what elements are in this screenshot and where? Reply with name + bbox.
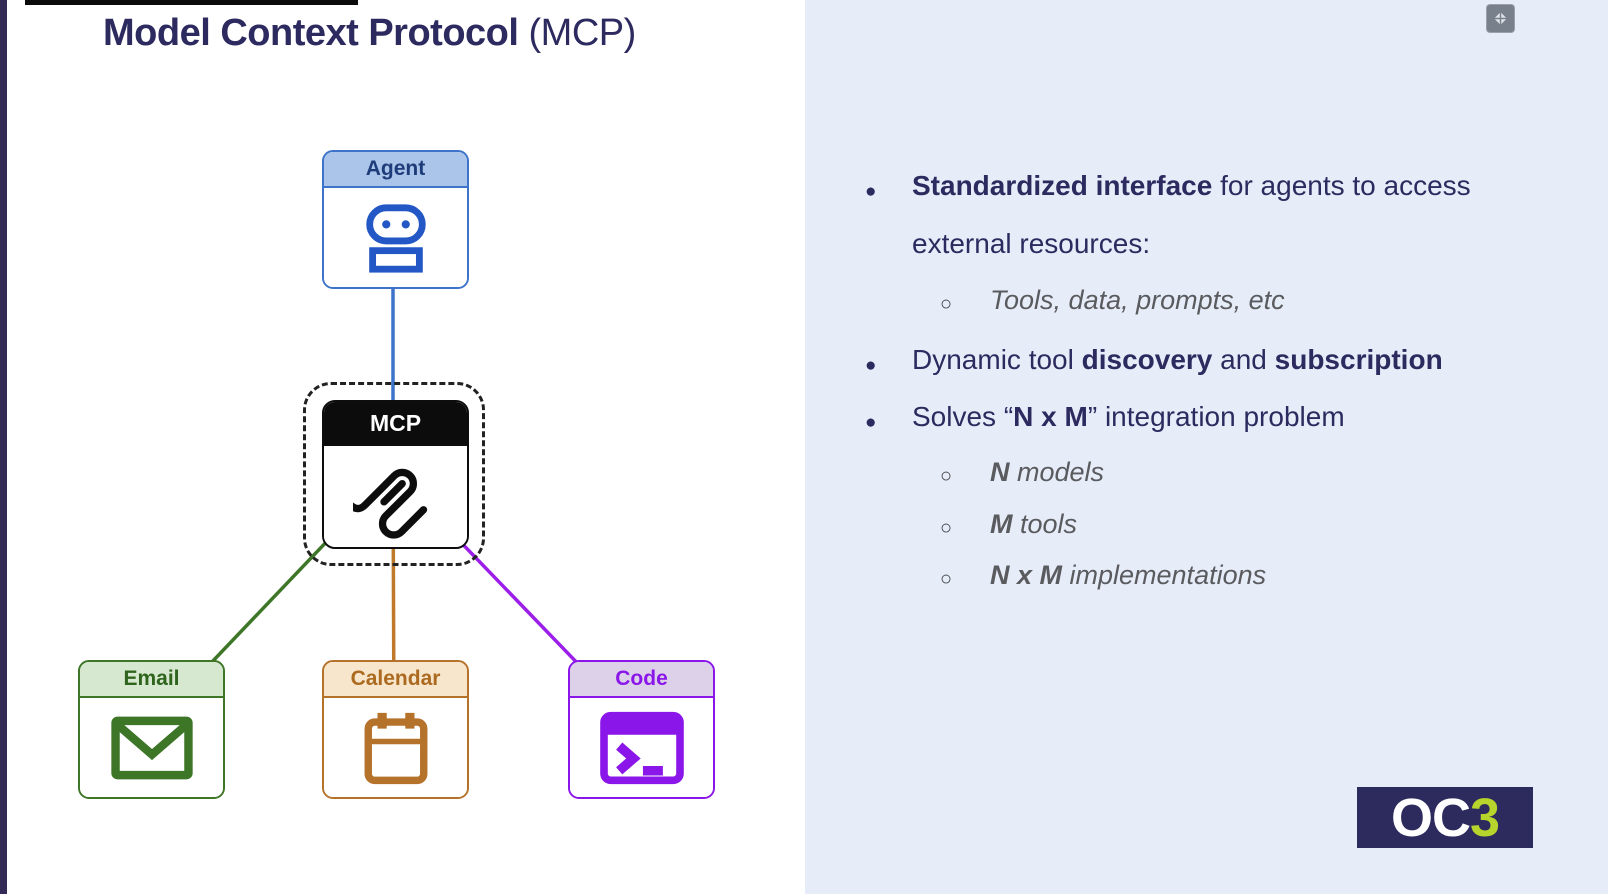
bullet-dot-icon: [865, 342, 912, 377]
sub-bullet-circle-icon: [940, 559, 990, 593]
bullet-bold-text: N x M: [1013, 401, 1088, 432]
code-node: Code: [568, 660, 715, 799]
calendar-node-body: [324, 698, 467, 797]
exit-fullscreen-button[interactable]: [1486, 4, 1515, 33]
bullet-plain-text: Dynamic tool: [912, 344, 1082, 375]
sub-bullet-plain-text: tools: [1012, 509, 1078, 539]
code-node-header: Code: [570, 662, 713, 698]
calendar-node-header: Calendar: [324, 662, 467, 698]
bullet-text: Solves “N x M” integration problem: [912, 399, 1345, 434]
sub-bullet-bold-text: N: [990, 457, 1010, 487]
sub-bullet-plain-text: models: [1009, 457, 1105, 487]
sub-bullet-text: M tools: [990, 508, 1077, 542]
email-node-header: Email: [80, 662, 223, 698]
bullet-standardized-interface: Standardized interface for agents to acc…: [865, 168, 1471, 203]
bullet-text: Dynamic tool discovery and subscription: [912, 342, 1443, 377]
bullet-plain-text: for agents to access: [1212, 170, 1471, 201]
page-title-bold: Model Context Protocol: [103, 12, 519, 54]
sub-bullet-bold-text: N x M: [990, 560, 1063, 590]
bullet-dot-icon: [865, 168, 912, 203]
calendar-icon: [364, 712, 427, 784]
agent-node-header: Agent: [324, 152, 467, 188]
mcp-node-body: [324, 446, 467, 547]
sub-bullet-circle-icon: [940, 508, 990, 542]
mcp-dashed-outline: [303, 382, 485, 566]
top-black-strip: [25, 0, 358, 5]
sub-bullet-n-models: N models: [940, 456, 1104, 490]
bullet-solves-nxm: Solves “N x M” integration problem: [865, 399, 1345, 434]
sub-bullet-circle-icon: [940, 456, 990, 490]
oc3-logo-white-text: OC: [1390, 787, 1471, 848]
agent-node: Agent: [322, 150, 469, 289]
bullet-bold-text: Standardized interface: [912, 170, 1213, 201]
calendar-node: Calendar: [322, 660, 469, 799]
bullet-plain-text: Solves “: [912, 401, 1014, 432]
mcp-node: MCP: [322, 400, 469, 549]
bullet-text: Standardized interface for agents to acc…: [912, 168, 1471, 203]
envelope-icon: [110, 716, 193, 779]
bullet-plain-text: and: [1212, 344, 1275, 375]
email-node: Email: [78, 660, 225, 799]
text-panel: Standardized interface for agents to acc…: [805, 0, 1608, 894]
sub-bullet-text: Tools, data, prompts, etc: [990, 285, 1285, 315]
sub-bullet-circle-icon: [940, 284, 990, 318]
terminal-icon: [599, 711, 684, 784]
code-node-body: [570, 698, 713, 797]
bullet-standardized-line2: external resources:: [912, 226, 1150, 261]
bullet-bold-text: subscription: [1274, 344, 1443, 375]
exit-fullscreen-icon: [1494, 12, 1507, 25]
agent-node-body: [324, 188, 467, 287]
bullet-plain-text: ” integration problem: [1087, 401, 1345, 432]
bullet-plain-text: external resources:: [912, 228, 1151, 259]
sub-bullet-text: N models: [990, 456, 1104, 490]
email-node-body: [80, 698, 223, 797]
left-edge-bar: [0, 0, 7, 894]
sub-bullet-tools-data: Tools, data, prompts, etc: [940, 284, 1285, 318]
page-title: Model Context Protocol (MCP): [103, 12, 636, 55]
sub-bullet-text: N x M implementations: [990, 559, 1266, 593]
bullet-dot-icon: [865, 399, 912, 434]
sub-bullet-plain-text: implementations: [1062, 560, 1267, 590]
mcp-squiggle-icon: [352, 468, 427, 539]
mcp-node-header: MCP: [324, 402, 467, 446]
oc3-logo-green-text: 3: [1469, 787, 1500, 848]
bullet-dynamic-tool: Dynamic tool discovery and subscription: [865, 342, 1443, 377]
bullet-bold-text: discovery: [1081, 344, 1213, 375]
sub-bullet-bold-text: M: [990, 509, 1013, 539]
robot-icon: [365, 203, 426, 273]
page-title-normal: (MCP): [518, 12, 637, 54]
sub-bullet-nxm-implementations: N x M implementations: [940, 559, 1266, 593]
sub-bullet-m-tools: M tools: [940, 508, 1077, 542]
